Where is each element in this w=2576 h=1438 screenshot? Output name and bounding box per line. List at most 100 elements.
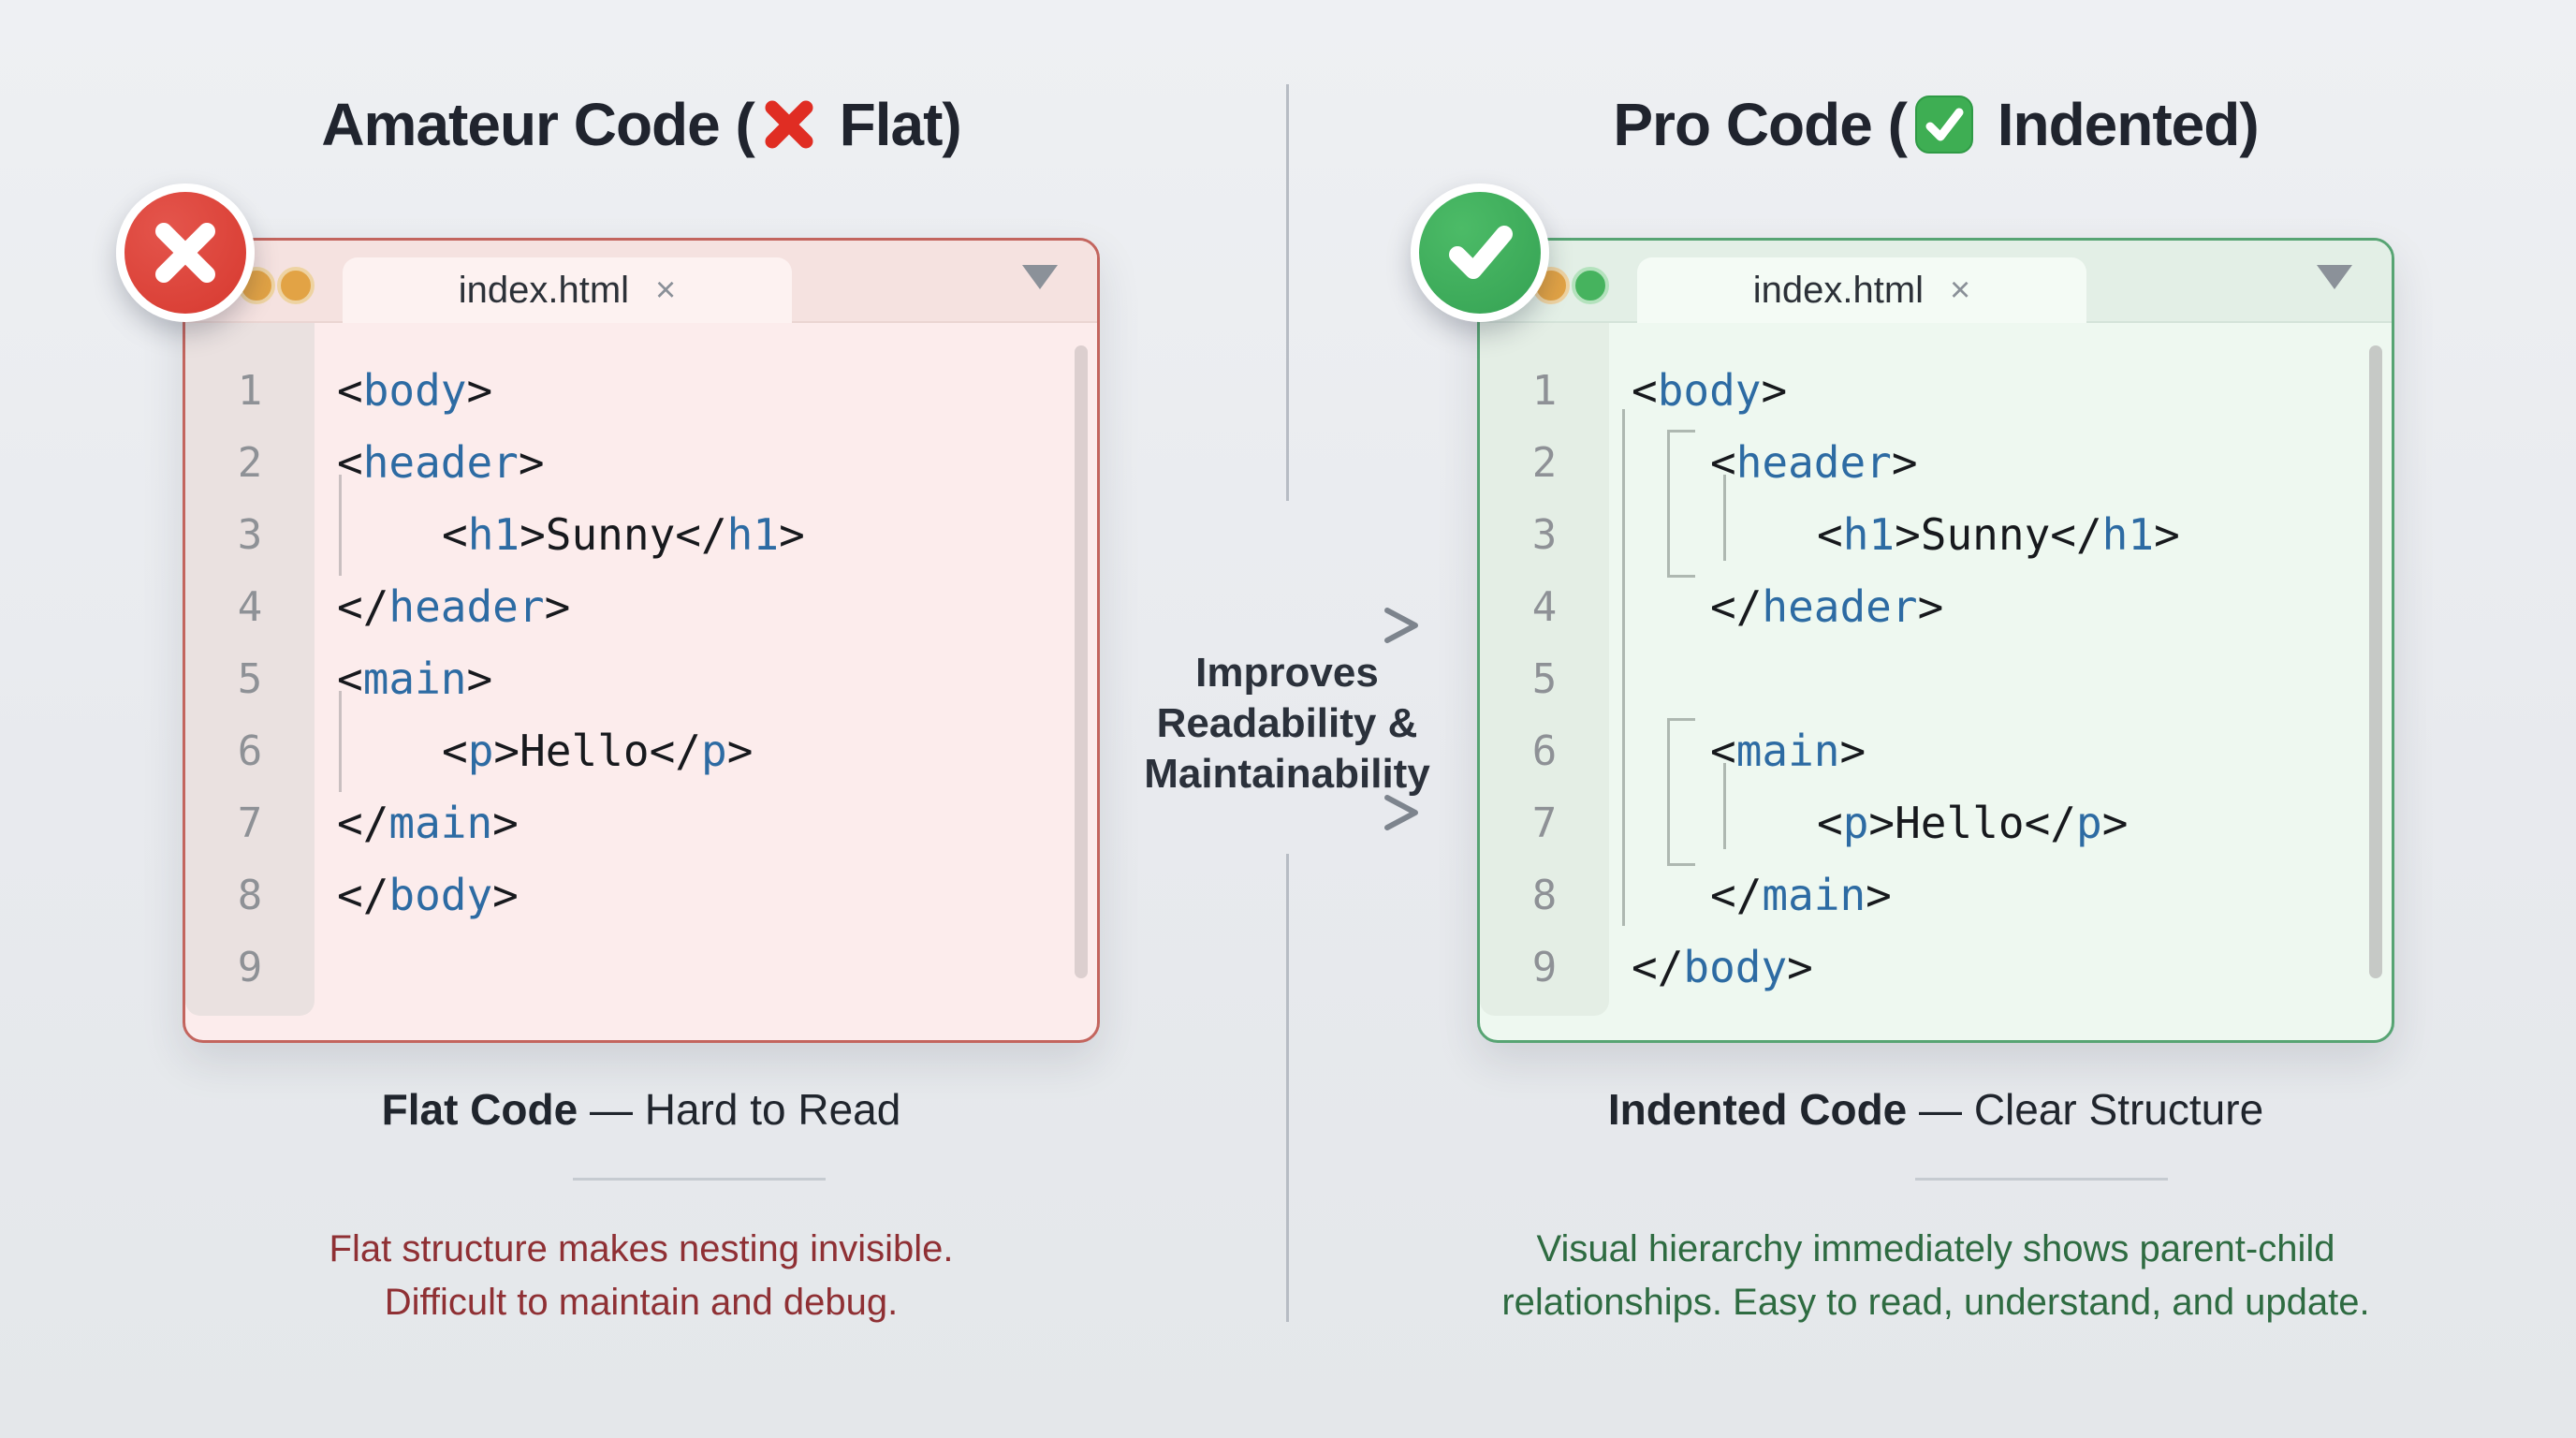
left-caption: Flat Code — Hard to Read [183,1084,1100,1135]
line-number: 8 [237,872,263,919]
line-number: 9 [237,944,263,991]
code-line: <p>Hello</p> [442,726,754,776]
caption-divider [1915,1178,2168,1181]
line-number: 4 [1531,583,1558,631]
code-line: </main> [337,798,519,848]
code-line: <body> [337,365,493,416]
line-number: 4 [237,583,263,631]
left-title-prefix: Amateur Code ( [321,91,754,158]
tab-close-icon[interactable]: × [1950,270,1971,310]
line-number: 3 [237,511,263,559]
line-number: 5 [237,655,263,703]
arrow-label-line: Improves [1195,650,1379,696]
line-number-gutter: 1 2 3 4 5 6 7 8 9 [1480,323,1609,1016]
caption-divider [573,1178,826,1181]
indent-guide [1723,475,1726,561]
code-line: <header> [337,437,545,488]
tab-bar: index.html × [185,241,1097,323]
description-line: Difficult to maintain and debug. [384,1282,899,1323]
code-line: <main> [337,653,493,704]
line-number: 9 [1531,944,1558,991]
code-line: <main> [1710,726,1866,776]
code-area[interactable]: <body> <header> <h1>Sunny</h1> </header>… [315,323,1097,1040]
arrow-label-line: Readability & [1156,700,1418,746]
right-arrow [1142,795,1418,830]
left-panel-title: Amateur Code ( Flat) [183,90,1100,159]
description-line: Visual hierarchy immediately shows paren… [1536,1228,2335,1269]
tab-index-html[interactable]: index.html × [1637,257,2086,323]
indent-guide [1622,409,1625,926]
code-line: <p>Hello</p> [1817,798,2129,848]
chevron-down-icon[interactable] [2317,265,2352,289]
scrollbar-thumb[interactable] [1075,345,1088,978]
indent-guide [1667,430,1670,578]
code-line: </body> [337,870,519,920]
code-line [1609,643,2392,715]
left-caption-rest: — Hard to Read [578,1085,901,1134]
code-line [315,932,1097,1004]
code-line: </main> [1710,870,1892,920]
right-caption-rest: — Clear Structure [1907,1085,2264,1134]
success-badge [1411,183,1549,322]
line-number: 6 [237,727,263,775]
arrow-label: Improves Readability & Maintainability [1076,648,1498,800]
line-number: 8 [1531,872,1558,919]
right-title-prefix: Pro Code ( [1613,91,1908,158]
line-number-gutter: 1 2 3 4 5 6 7 8 9 [185,323,315,1016]
indent-guide [1667,863,1695,866]
check-mark-icon [1449,226,1513,279]
code-line: </body> [1632,942,1813,992]
right-caption: Indented Code — Clear Structure [1477,1084,2394,1135]
flat-code-editor-window: index.html × 1 2 3 4 5 6 7 8 9 <body> <h… [183,238,1100,1043]
code-line: <h1>Sunny</h1> [442,509,805,560]
error-badge [116,183,255,322]
divider-line [1286,84,1289,501]
indent-guide [1667,718,1695,721]
line-number: 1 [1531,367,1558,415]
indent-guide [339,691,342,792]
left-title-suffix: Flat) [823,91,962,158]
divider-line [1286,854,1289,1322]
line-number: 7 [1531,800,1558,847]
window-control-dot[interactable] [277,267,315,304]
cross-mark-icon [765,100,813,149]
tab-label: index.html [458,269,630,311]
code-line: <h1>Sunny</h1> [1817,509,2180,560]
line-number: 7 [237,800,263,847]
description-line: relationships. Easy to read, understand,… [1501,1282,2370,1323]
tab-label: index.html [1752,269,1925,311]
indented-code-editor-window: index.html × 1 2 3 4 5 6 7 8 9 <body> <h… [1477,238,2394,1043]
code-line: </header> [1710,581,1944,632]
right-caption-strong: Indented Code [1607,1085,1908,1134]
code-line: </header> [337,581,571,632]
indent-guide [1723,763,1726,849]
right-title-suffix: Indented) [1981,91,2260,158]
line-number: 3 [1531,511,1558,559]
chevron-down-icon[interactable] [1022,265,1058,289]
check-mark-icon [1914,95,1973,154]
line-number: 2 [1531,439,1558,487]
tab-index-html[interactable]: index.html × [343,257,792,323]
cross-mark-icon [155,223,215,283]
scrollbar-thumb[interactable] [2369,345,2382,978]
line-number: 5 [1531,655,1558,703]
right-arrow [1142,608,1418,643]
code-line: <header> [1710,437,1918,488]
indent-guide [1667,575,1695,578]
line-number: 1 [237,367,263,415]
line-number: 6 [1531,727,1558,775]
tab-close-icon[interactable]: × [655,270,677,310]
code-area[interactable]: <body> <header> <h1>Sunny</h1> </header>… [1609,323,2392,1040]
line-number: 2 [237,439,263,487]
right-panel-title: Pro Code ( Indented) [1477,90,2394,159]
tab-bar: index.html × [1480,241,2392,323]
indent-guide [339,475,342,576]
left-caption-strong: Flat Code [381,1085,578,1134]
indent-guide [1667,430,1695,433]
left-description: Flat structure makes nesting invisible. … [183,1223,1100,1329]
indent-guide [1667,718,1670,866]
code-line: <body> [1632,365,1788,416]
right-description: Visual hierarchy immediately shows paren… [1477,1223,2394,1329]
window-control-dot[interactable] [1572,267,1609,304]
arrow-label-line: Maintainability [1144,751,1430,797]
